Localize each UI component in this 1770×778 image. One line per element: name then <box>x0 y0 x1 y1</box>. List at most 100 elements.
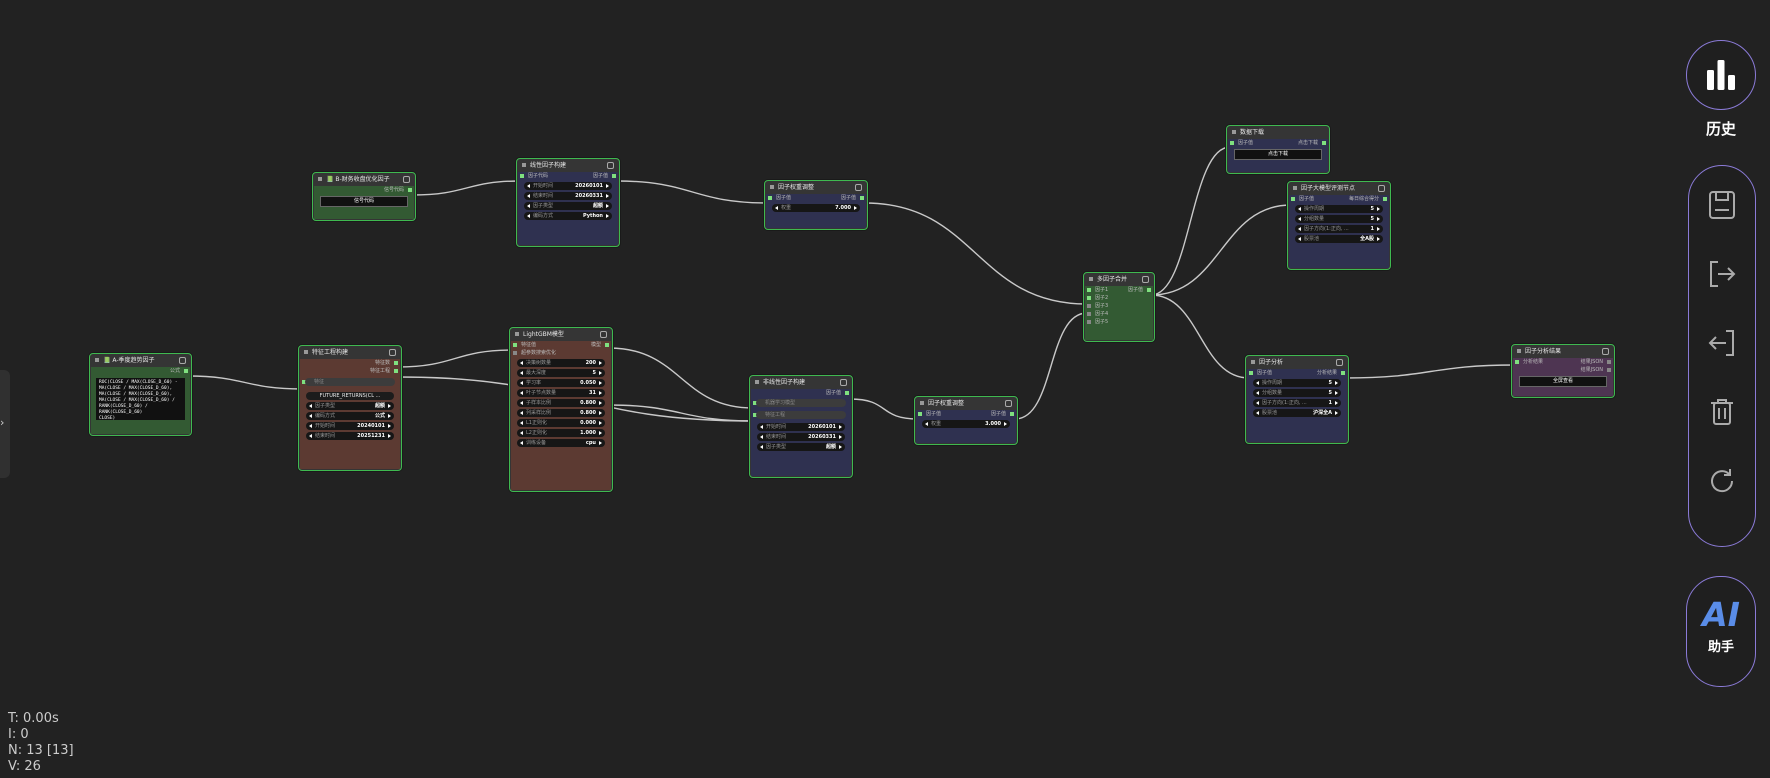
factor-type-select[interactable]: 因子类型超额 <box>757 443 845 451</box>
input-pin[interactable] <box>1515 360 1519 364</box>
input-pin[interactable] <box>918 412 922 416</box>
input-pin[interactable] <box>768 196 772 200</box>
input-pin[interactable] <box>1087 320 1091 324</box>
collapse-icon[interactable] <box>1142 276 1149 283</box>
ai-assistant-button[interactable]: AI 助手 <box>1686 576 1756 687</box>
node-data-download[interactable]: 数据下载 因子值点击下载 点击下载 <box>1226 125 1330 174</box>
input-pin[interactable] <box>302 380 306 384</box>
output-pin[interactable] <box>612 174 616 178</box>
node-quarterly-trend-factor[interactable]: 📗 A-季度趋势因子 公式 ROC(CLOSE / MAX(CLOSE_D_60… <box>89 353 192 436</box>
output-pin[interactable] <box>845 391 849 395</box>
output-pin[interactable] <box>860 196 864 200</box>
download-button[interactable]: 点击下载 <box>1234 149 1322 160</box>
output-pin[interactable] <box>1607 368 1611 372</box>
node-feature-engineering[interactable]: 特征工程构建 特征数 特征工程 特征 FUTURE_RETURNS(CL ...… <box>298 345 402 471</box>
import-icon[interactable] <box>1689 319 1755 379</box>
collapse-icon[interactable] <box>1602 348 1609 355</box>
input-pin[interactable] <box>513 351 517 355</box>
input-pin[interactable] <box>1249 371 1253 375</box>
collapse-icon[interactable] <box>179 357 186 364</box>
direction-field[interactable]: 因子方向(1:正向, ...1 <box>1295 225 1383 233</box>
collapse-icon[interactable] <box>1378 185 1385 192</box>
output-pin[interactable] <box>605 343 609 347</box>
collapse-icon[interactable] <box>1336 359 1343 366</box>
collapse-icon[interactable] <box>840 379 847 386</box>
collapse-icon[interactable] <box>403 176 410 183</box>
signal-code-button[interactable]: 信号代码 <box>320 196 408 207</box>
feature-engineering-input[interactable]: 特征工程 <box>756 411 846 419</box>
input-pin[interactable] <box>1230 141 1234 145</box>
input-pin[interactable] <box>1087 304 1091 308</box>
target-formula-input[interactable]: FUTURE_RETURNS(CL ... <box>306 392 394 400</box>
output-pin[interactable] <box>394 361 398 365</box>
output-pin[interactable] <box>1010 412 1014 416</box>
collapse-icon[interactable] <box>600 331 607 338</box>
input-pin[interactable] <box>513 343 517 347</box>
output-pin[interactable] <box>1322 141 1326 145</box>
factor-type-select[interactable]: 因子类型超额 <box>524 202 612 210</box>
node-finance-factor[interactable]: 📗 B-财务收盘优化因子 信号代码 信号代码 <box>312 172 416 221</box>
stock-pool-select[interactable]: 股票池沪深全A <box>1253 409 1341 417</box>
output-pin[interactable] <box>1383 197 1387 201</box>
collapse-icon[interactable] <box>607 162 614 169</box>
encoding-select[interactable]: 编码方式公式 <box>306 412 394 420</box>
direction-field[interactable]: 因子方向(1:正向, ...1 <box>1253 399 1341 407</box>
factor-type-select[interactable]: 因子类型超额 <box>306 402 394 410</box>
trash-icon[interactable] <box>1689 388 1755 448</box>
left-drawer-toggle[interactable]: › <box>0 370 10 478</box>
fullscreen-view-button[interactable]: 全屏查看 <box>1519 376 1607 387</box>
input-pin[interactable] <box>1087 288 1091 292</box>
node-factor-analysis-result[interactable]: 因子分析结果 分析结果结果JSON 结果JSON 全屏查看 <box>1511 344 1615 398</box>
input-pin[interactable] <box>1087 296 1091 300</box>
output-pin[interactable] <box>394 369 398 373</box>
output-pin[interactable] <box>408 188 412 192</box>
input-pin[interactable] <box>1087 312 1091 316</box>
output-pin[interactable] <box>1341 371 1345 375</box>
export-icon[interactable] <box>1689 250 1755 310</box>
stock-pool-select[interactable]: 股票池全A股 <box>1295 235 1383 243</box>
history-panel[interactable] <box>1686 40 1756 110</box>
collapse-icon[interactable] <box>389 349 396 356</box>
refresh-icon[interactable] <box>1689 457 1755 517</box>
collapse-icon[interactable] <box>1005 400 1012 407</box>
input-pin[interactable] <box>1291 197 1295 201</box>
feature-input[interactable]: 特征 <box>305 378 395 386</box>
ml-model-input[interactable]: 机器学习模型 <box>756 399 846 407</box>
collapse-icon[interactable] <box>855 184 862 191</box>
input-pin[interactable] <box>753 413 757 417</box>
formula-editor[interactable]: ROC(CLOSE / MAX(CLOSE_D_60) - MA(CLOSE /… <box>96 378 185 420</box>
output-pin[interactable] <box>1147 288 1151 292</box>
input-pin[interactable] <box>520 174 524 178</box>
output-pin[interactable] <box>1607 360 1611 364</box>
